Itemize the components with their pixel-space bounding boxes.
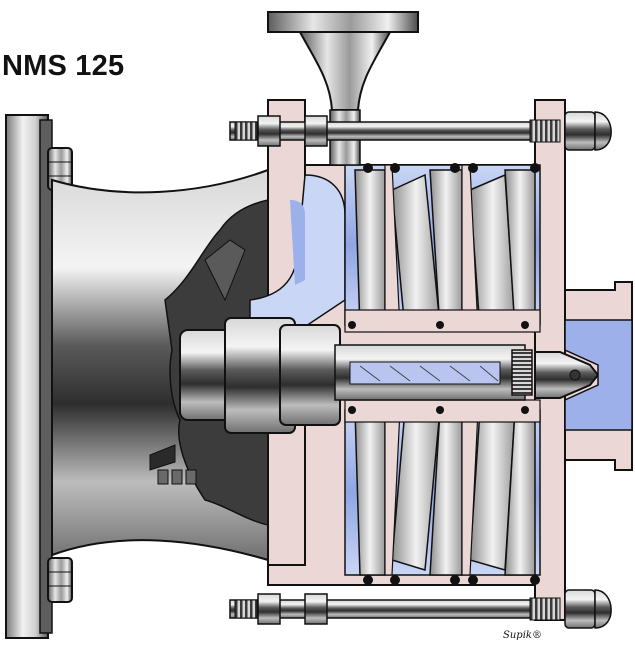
flange-bolt-top (47, 147, 73, 191)
pump-shaft (334, 344, 526, 401)
flange-bolt-bottom (47, 557, 73, 603)
shaft-nut (511, 349, 533, 396)
bearing-bracket (51, 168, 269, 562)
impeller-blades-upper (354, 169, 536, 331)
mounting-flange (5, 114, 53, 639)
artist-signature: Supik® (503, 630, 542, 641)
stage-dividers (344, 164, 541, 576)
impeller-blades-lower (354, 409, 536, 576)
suction-chamber-fluid (249, 174, 346, 331)
tie-rod-bottom (229, 589, 612, 629)
motor-shaft-coupling (179, 317, 341, 434)
o-ring-seals (348, 163, 540, 585)
tie-rod-top (229, 111, 612, 151)
discharge-outlet-fluid (564, 319, 633, 431)
shaft-end-cap (534, 351, 600, 399)
model-title: NMS 125 (2, 50, 125, 82)
